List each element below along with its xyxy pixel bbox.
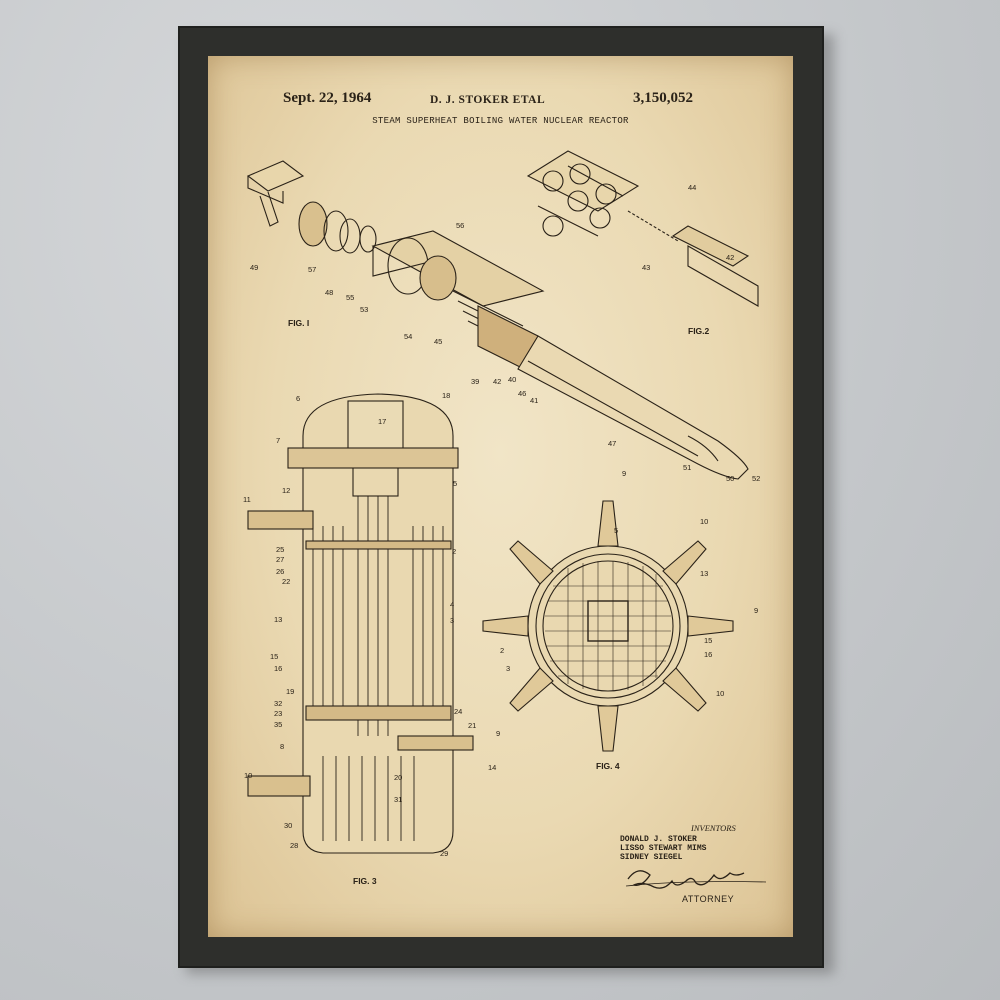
fig3-label: 35 — [274, 720, 282, 729]
fig2-label: 43 — [642, 263, 650, 272]
fig1-label: 40 — [508, 375, 516, 384]
inventor-name: LISSO STEWART MIMS — [620, 844, 706, 853]
fig3-label: 16 — [274, 664, 282, 673]
patent-drawings: 49 57 48 55 53 56 54 45 39 42 40 46 41 4… — [208, 56, 793, 937]
fig1-label: 48 — [325, 288, 333, 297]
fig1-label: 55 — [346, 293, 354, 302]
fig2-label: 44 — [688, 183, 696, 192]
fig3-label: 21 — [468, 721, 476, 730]
fig4-label: 10 — [716, 689, 724, 698]
fig3-label: 7 — [276, 436, 280, 445]
fig3-label: 15 — [270, 652, 278, 661]
inventor-name: DONALD J. STOKER — [620, 835, 706, 844]
fig3-label: 11 — [243, 495, 251, 504]
fig4-drawing — [483, 501, 733, 751]
fig3-label: 29 — [440, 849, 448, 858]
fig3-label: 9 — [496, 729, 500, 738]
fig3-label: 14 — [488, 763, 496, 772]
fig4-label: 13 — [700, 569, 708, 578]
fig3-label: 10 — [244, 771, 252, 780]
fig3-label: 12 — [282, 486, 290, 495]
fig4-label: 5 — [614, 526, 618, 535]
fig1-label: 46 — [518, 389, 526, 398]
fig3-label: 26 — [276, 567, 284, 576]
fig3-label: 22 — [282, 577, 290, 586]
fig3-label: 20 — [394, 773, 402, 782]
attorney-signature — [626, 871, 766, 888]
fig2-label: 42 — [726, 253, 734, 262]
fig3-label: 30 — [284, 821, 292, 830]
fig1-label: 39 — [471, 377, 479, 386]
fig1-label: 54 — [404, 332, 412, 341]
fig3-label: 27 — [276, 555, 284, 564]
fig4-label: 15 — [704, 636, 712, 645]
fig1-label: 50 — [726, 474, 734, 483]
fig1-label: 41 — [530, 396, 538, 405]
fig3-label: 4 — [450, 600, 454, 609]
fig3-label: 19 — [286, 687, 294, 696]
fig3-label: 24 — [454, 707, 462, 716]
fig3-label: 32 — [274, 699, 282, 708]
attorney-label: ATTORNEY — [682, 894, 734, 904]
fig4-label: 3 — [506, 664, 510, 673]
fig3-label: 5 — [453, 479, 457, 488]
fig1-label: 51 — [683, 463, 691, 472]
fig1-label: 56 — [456, 221, 464, 230]
fig3-label: 2 — [452, 547, 456, 556]
fig1-label: 47 — [608, 439, 616, 448]
inventor-names: DONALD J. STOKER LISSO STEWART MIMS SIDN… — [620, 835, 706, 862]
fig3-label: 8 — [280, 742, 284, 751]
fig1-label: 52 — [752, 474, 760, 483]
fig1-label: 57 — [308, 265, 316, 274]
inventors-heading: INVENTORS — [691, 823, 736, 833]
fig3-label: 13 — [274, 615, 282, 624]
fig4-caption: FIG. 4 — [596, 761, 620, 771]
fig3-label: 23 — [274, 709, 282, 718]
fig4-label: 16 — [704, 650, 712, 659]
fig3-label: 17 — [378, 417, 386, 426]
fig3-label: 18 — [442, 391, 450, 400]
fig3-label: 25 — [276, 545, 284, 554]
inventor-name: SIDNEY SIEGEL — [620, 853, 706, 862]
fig4-label: 9 — [754, 606, 758, 615]
fig3-label: 28 — [290, 841, 298, 850]
fig1-label: 45 — [434, 337, 442, 346]
fig1-label: 49 — [250, 263, 258, 272]
fig4-label: 9 — [622, 469, 626, 478]
patent-print: Sept. 22, 1964 D. J. STOKER ETAL 3,150,0… — [208, 56, 793, 937]
fig1-label: 53 — [360, 305, 368, 314]
fig3-label: 3 — [450, 616, 454, 625]
fig1-caption: FIG. I — [288, 318, 309, 328]
fig1-label: 42 — [493, 377, 501, 386]
fig3-label: 31 — [394, 795, 402, 804]
fig2-caption: FIG.2 — [688, 326, 710, 336]
fig4-label: 10 — [700, 517, 708, 526]
fig3-caption: FIG. 3 — [353, 876, 377, 886]
fig2-drawing — [528, 151, 758, 306]
fig3-label: 6 — [296, 394, 300, 403]
fig4-label: 2 — [500, 646, 504, 655]
